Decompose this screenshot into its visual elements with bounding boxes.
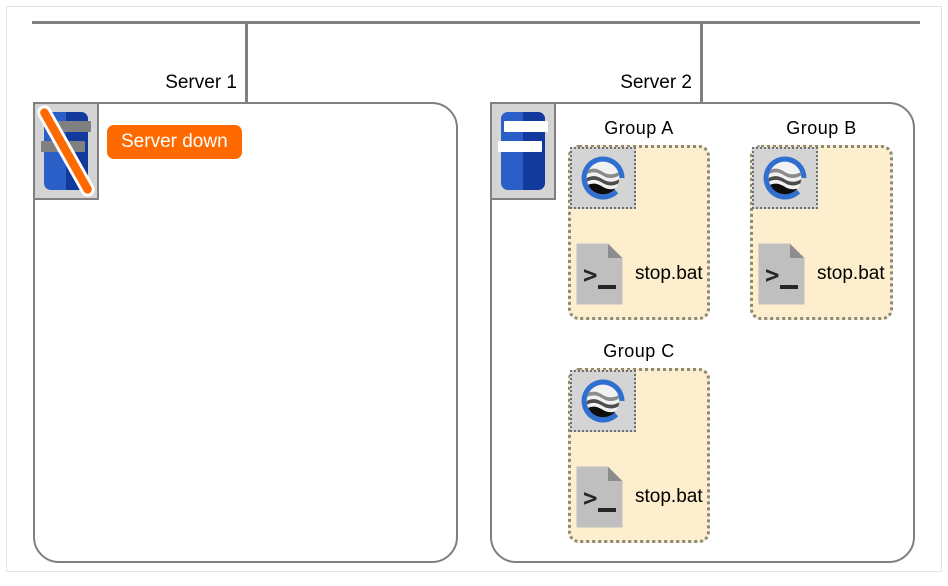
- group-a-script-name: stop.bat: [635, 263, 703, 284]
- server-1-drop-line: [245, 21, 248, 103]
- bat-file-icon: >: [758, 243, 805, 305]
- server-2-label: Server 2: [620, 72, 692, 93]
- group-b-script-name: stop.bat: [817, 263, 885, 284]
- bat-file-icon: >: [576, 466, 623, 528]
- glassfish-icon[interactable]: [570, 370, 636, 432]
- group-c-script-row[interactable]: > stop.bat: [576, 466, 703, 528]
- server-slot-2: [498, 141, 542, 152]
- server-down-icon[interactable]: [33, 102, 99, 200]
- server-1-container[interactable]: [33, 102, 458, 563]
- network-bus-line: [32, 21, 920, 24]
- group-b-script-row[interactable]: > stop.bat: [758, 243, 885, 305]
- server-icon[interactable]: [490, 102, 556, 200]
- group-a-label: Group A: [604, 118, 674, 138]
- group-c-label: Group C: [603, 341, 675, 361]
- glassfish-icon[interactable]: [570, 147, 636, 209]
- server-slot-1: [47, 121, 91, 132]
- svg-text:>: >: [583, 261, 597, 289]
- svg-text:>: >: [583, 484, 597, 512]
- group-a-script-row[interactable]: > stop.bat: [576, 243, 703, 305]
- server-2-drop-line: [700, 21, 703, 103]
- server-1-status-badge[interactable]: Server down: [107, 125, 242, 159]
- group-c-script-name: stop.bat: [635, 486, 703, 507]
- server-slot-1: [504, 121, 548, 132]
- glassfish-icon[interactable]: [752, 147, 818, 209]
- server-slot-2: [41, 141, 85, 152]
- svg-text:>: >: [765, 261, 779, 289]
- server-1-label: Server 1: [165, 72, 237, 93]
- bat-file-icon: >: [576, 243, 623, 305]
- group-b-label: Group B: [786, 118, 857, 138]
- page-frame: [6, 6, 942, 572]
